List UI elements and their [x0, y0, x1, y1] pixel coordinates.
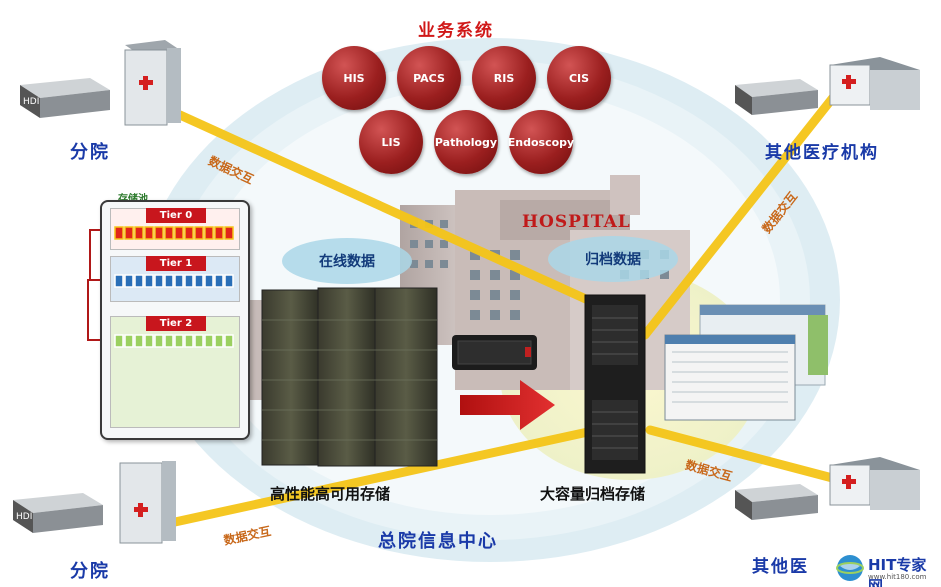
other-top-label: 其他医疗机构	[765, 143, 879, 163]
system-cis: CIS	[547, 46, 611, 110]
other-top-icon	[735, 57, 920, 115]
tier2-disks	[114, 334, 234, 348]
logo: HIT专家网 www.hit180.com	[830, 550, 941, 587]
system-pathology: Pathology	[434, 110, 498, 174]
center-label: 总院信息中心	[378, 531, 498, 552]
system-pacs: PACS	[397, 46, 461, 110]
other-bottom-icon	[735, 457, 920, 520]
svg-text:HDI: HDI	[23, 97, 39, 107]
archive-data-label: 归档数据	[585, 252, 641, 268]
business-systems-title: 业务系统	[418, 21, 494, 41]
tier0-disks	[114, 226, 234, 240]
tier-migration-brackets	[87, 229, 100, 341]
online-data-label: 在线数据	[319, 254, 375, 270]
system-ris: RIS	[472, 46, 536, 110]
tier2-label: Tier 2	[146, 316, 206, 331]
other-bottom-label: 其他医	[752, 557, 809, 577]
server-icon: HDI	[20, 78, 110, 118]
tier2-band	[110, 316, 240, 428]
storage-pool-panel: Tier 0 Tier 1 Tier 2	[100, 200, 250, 440]
logo-subtext: www.hit180.com	[868, 573, 927, 581]
branch-top-label: 分院	[70, 142, 110, 163]
online-data-bubble: 在线数据	[282, 238, 412, 284]
clinic-icon	[829, 57, 920, 110]
archive-storage-rack	[584, 294, 646, 474]
high-perf-storage-label: 高性能高可用存储	[270, 485, 391, 503]
branch-bottom-label: 分院	[70, 561, 110, 582]
server-icon	[735, 79, 818, 115]
storage-array-device	[452, 335, 537, 370]
tier1-label: Tier 1	[146, 256, 206, 271]
storage-pool-label: 存储池	[118, 190, 148, 205]
globe-icon	[836, 555, 864, 581]
server-icon	[735, 484, 818, 520]
svg-text:HDI: HDI	[16, 512, 32, 522]
high-perf-storage-racks	[261, 287, 438, 467]
system-lis: LIS	[359, 110, 423, 174]
system-his: HIS	[322, 46, 386, 110]
logo-text: HIT专家网	[868, 556, 927, 587]
data-links	[170, 90, 845, 527]
transfer-arrow	[460, 380, 555, 430]
system-endoscopy: Endoscopy	[508, 110, 574, 174]
archive-data-bubble: 归档数据	[548, 236, 678, 282]
hospital-icon	[119, 461, 176, 544]
archive-storage-label: 大容量归档存储	[540, 485, 646, 503]
server-icon: HDI	[13, 493, 103, 533]
tier0-label: Tier 0	[146, 208, 206, 223]
branch-top-icon: HDI	[20, 40, 181, 126]
hospital-icon	[124, 40, 181, 126]
tier1-disks	[114, 274, 234, 288]
clinic-icon	[829, 457, 920, 510]
hospital-sign: HOSPITAL	[522, 212, 631, 232]
clinical-app-screens	[664, 304, 828, 421]
branch-bottom-icon: HDI	[13, 461, 176, 544]
